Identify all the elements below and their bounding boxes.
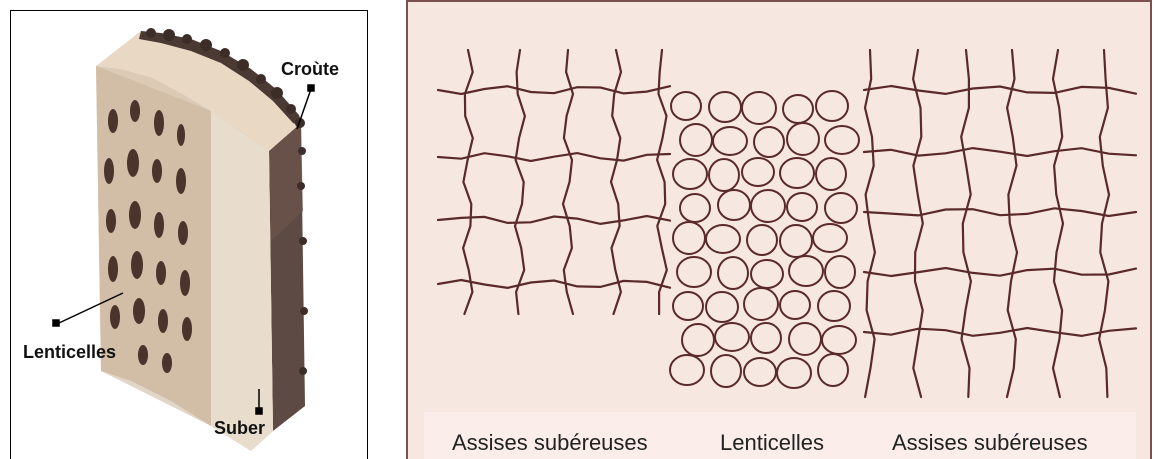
lenticel-cell xyxy=(744,358,776,386)
lenticel-cell xyxy=(783,95,813,123)
cell-wall-h-right xyxy=(864,86,1136,94)
lenticel-cell xyxy=(780,225,812,257)
cell-wall-v-right xyxy=(865,50,875,397)
lenticel-cell xyxy=(751,260,783,288)
lenticel-cell xyxy=(751,323,781,353)
lenticel-cell xyxy=(670,355,704,385)
lenticel-cell xyxy=(713,127,747,155)
cork-block-panel: Croùte Lenticelles Suber xyxy=(10,10,368,459)
lenticel-cell xyxy=(816,91,848,121)
lenticel-cell xyxy=(787,123,819,155)
lenticel-cell xyxy=(718,190,750,220)
lenticel-cell xyxy=(673,222,705,254)
lenticel-cell xyxy=(777,358,811,388)
cell-wall-h-left xyxy=(438,86,670,94)
caption-lenticels: Lenticelles xyxy=(720,430,824,456)
lenticel-cell xyxy=(825,193,857,223)
lenticel-cell xyxy=(680,124,712,156)
lenticel-cell xyxy=(709,92,741,122)
cell-wall-v-right xyxy=(961,50,971,397)
cell-wall-v-left xyxy=(657,50,667,314)
lenticel-cell xyxy=(825,126,859,154)
lenticel-cell xyxy=(709,159,739,191)
lenticel-cell xyxy=(822,326,856,354)
lenticel-cell xyxy=(816,158,846,190)
lenticel-cell xyxy=(789,323,821,355)
lenticel-cell xyxy=(682,324,714,356)
lenticel-cell xyxy=(673,292,703,320)
cell-wall-v-right xyxy=(1007,50,1017,397)
lenticel-cell xyxy=(706,225,740,253)
lenticel-cell xyxy=(818,354,848,386)
cell-wall-v-right xyxy=(1053,50,1063,397)
cell-wall-h-left xyxy=(438,153,670,161)
cell-wall-h-right xyxy=(864,208,1136,216)
lenticel-cell xyxy=(780,291,810,319)
lenticel-cell xyxy=(742,92,776,124)
lenticel-cell xyxy=(780,158,814,188)
lenticel-cell xyxy=(754,127,784,157)
lenticel-cell xyxy=(747,225,777,255)
lenticel-cell xyxy=(711,355,741,387)
cell-wall-v-left xyxy=(463,50,473,314)
label-crust: Croùte xyxy=(281,59,339,80)
lenticel-cell xyxy=(825,256,855,288)
lenticel-cell xyxy=(715,323,749,351)
lenticel-cell xyxy=(677,257,711,287)
cell-structure-panel: Assises subéreuses Lenticelles Assises s… xyxy=(406,0,1152,459)
lenticel-cell xyxy=(673,159,707,189)
lenticel-cell xyxy=(751,190,785,222)
cell-wall-h-right xyxy=(864,328,1136,336)
cell-wall-h-left xyxy=(438,216,670,224)
lenticel-cell xyxy=(706,292,738,322)
cell-wall-v-right xyxy=(1099,50,1109,397)
caption-cork-layers-right: Assises subéreuses xyxy=(892,430,1088,456)
cell-wall-h-left xyxy=(438,280,670,288)
cell-structure-drawing xyxy=(408,2,1152,459)
cell-wall-h-right xyxy=(864,268,1136,276)
cell-wall-h-right xyxy=(864,148,1136,156)
lenticel-cell xyxy=(718,257,748,289)
lenticel-cell xyxy=(742,158,774,186)
lenticel-cell xyxy=(789,256,823,286)
label-suber: Suber xyxy=(214,418,265,439)
lenticel-cell xyxy=(671,92,701,120)
lenticel-cell xyxy=(818,291,850,321)
lenticel-cell xyxy=(744,288,778,320)
cell-wall-v-right xyxy=(913,50,923,397)
lenticel-cell xyxy=(680,194,710,222)
caption-cork-layers-left: Assises subéreuses xyxy=(452,430,648,456)
lenticel-cell xyxy=(813,224,847,252)
label-lenticels: Lenticelles xyxy=(23,342,116,363)
lenticel-cell xyxy=(787,193,817,221)
